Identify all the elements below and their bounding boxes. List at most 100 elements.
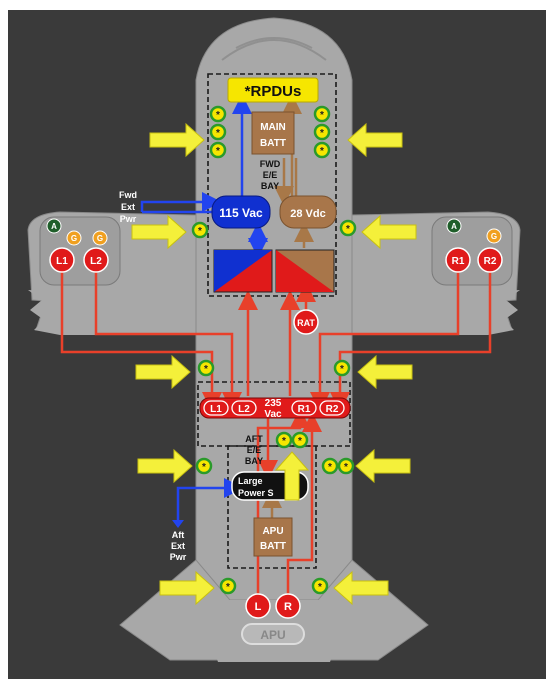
yellow-pointer-arrow-icon [135, 354, 191, 390]
svg-text:*: * [216, 146, 220, 157]
apu-batt-box [253, 517, 293, 557]
generator-r1 [445, 247, 471, 273]
large-power-label-1: Large [238, 476, 263, 486]
converter-ac [213, 249, 273, 293]
apu-generator-r-label: R [284, 601, 292, 613]
sensor-icon: * [313, 105, 331, 123]
sensor-layer: * * * * * * * * * * * * * * * * * [191, 105, 357, 595]
main-batt-label-2: BATT [260, 138, 286, 149]
yellow-pointer-arrow-icon [159, 570, 215, 606]
yellow-pointer-arrow-icon [355, 448, 411, 484]
sensor-icon: * [321, 457, 339, 475]
main-batt-box [251, 111, 295, 155]
left-engine-starter-a [46, 218, 62, 234]
sensor-icon: * [197, 359, 215, 377]
svg-text:*: * [204, 364, 208, 375]
sensor-icon: * [209, 123, 227, 141]
bus-cell-r1 [291, 400, 317, 416]
main-batt-label-1: MAIN [260, 122, 286, 133]
wire-l2-feeder [94, 272, 242, 412]
generator-l2-label: L2 [90, 256, 102, 267]
sensor-icon: * [275, 431, 293, 449]
sensor-icon: * [291, 431, 309, 449]
bus-115vac-label: 115 Vac [219, 206, 263, 220]
svg-text:*: * [198, 226, 202, 237]
rat-generator [293, 309, 319, 335]
right-gen-g [486, 228, 502, 244]
right-wing-tip [352, 290, 520, 335]
fuselage-nose-outline-2 [235, 37, 313, 49]
fwd-ext-pwr-label-3: Pwr [120, 214, 137, 224]
bus-cell-l1 [203, 400, 229, 416]
sensor-icon: * [311, 577, 329, 595]
wire-r1-feeder [310, 272, 460, 412]
bus-28vdc-label: 28 Vdc [290, 208, 325, 220]
aft-ee-bay-label-2: E/E [247, 445, 262, 455]
generator-r1-label: R1 [452, 256, 465, 267]
apu-generator-l-label: L [255, 601, 262, 613]
yellow-pointer-arrow-icon [357, 354, 413, 390]
svg-text:*: * [328, 462, 332, 473]
wire-apu-l [256, 408, 310, 596]
bus-cell-r2 [319, 400, 345, 416]
apu-batt-label-1: APU [262, 526, 283, 537]
svg-text:*: * [282, 436, 286, 447]
right-engine-pod [431, 216, 513, 286]
fuselage-nose-outline [221, 39, 327, 61]
sensor-icon: * [195, 457, 213, 475]
rpdus-label: *RPDUs [245, 83, 302, 100]
right-engine-starter-a-label: A [451, 222, 457, 231]
left-gen-g2 [92, 230, 108, 246]
yellow-pointer-arrow-icon [137, 448, 193, 484]
apu-box [241, 623, 305, 645]
generator-l2 [83, 247, 109, 273]
left-engine-starter-a-label: A [51, 222, 57, 231]
svg-text:*: * [202, 462, 206, 473]
left-gen-g1-label: G [71, 234, 77, 243]
svg-text:*: * [216, 110, 220, 121]
aft-ext-pwr-label-2: Ext [171, 541, 185, 551]
apu-generator-l [245, 593, 271, 619]
sensor-icon: * [219, 577, 237, 595]
bus-cell-l1-label: L1 [210, 404, 222, 415]
left-gen-g1 [66, 230, 82, 246]
fwd-ee-bay-label-2: E/E [263, 170, 278, 180]
sensor-icon: * [191, 221, 209, 239]
wire-apu-r [286, 412, 322, 596]
wire-aft-ext-pwr [176, 478, 244, 520]
bus-cell-r1-label: R1 [298, 404, 311, 415]
yellow-pointer-arrow-icon [149, 122, 205, 158]
sensor-icon: * [209, 141, 227, 159]
rpdus-box [227, 77, 319, 103]
apu-batt-label-2: BATT [260, 541, 286, 552]
wire-fwd-ext-pwr [140, 192, 222, 212]
svg-text:*: * [226, 582, 230, 593]
svg-text:*: * [344, 462, 348, 473]
generator-r2 [477, 247, 503, 273]
bus-cell-l2-label: L2 [238, 404, 250, 415]
bus-cell-r2-label: R2 [326, 404, 339, 415]
yellow-pointer-arrow-icon [347, 122, 403, 158]
aft-ext-pwr-plug-icon [172, 520, 184, 528]
apu-label: APU [260, 628, 285, 642]
right-gen-g-label: G [491, 232, 497, 241]
left-gen-g2-label: G [97, 234, 103, 243]
sensor-icon: * [313, 123, 331, 141]
yellow-pointer-arrow-icon [361, 214, 417, 250]
sensor-icon: * [333, 359, 351, 377]
fwd-ee-bay-label-1: FWD [260, 159, 281, 169]
wire-r2-feeder [330, 272, 492, 412]
aft-bus-box [197, 381, 351, 447]
bus-115vac [211, 195, 271, 229]
svg-text:*: * [346, 224, 350, 235]
svg-text:*: * [320, 128, 324, 139]
svg-text:*: * [318, 582, 322, 593]
sensor-icon: * [339, 219, 357, 237]
sensor-icon: * [313, 141, 331, 159]
generator-l1-label: L1 [56, 256, 68, 267]
apu-generator-r [275, 593, 301, 619]
fwd-ee-bay-box [207, 73, 337, 297]
left-wing-tip [28, 290, 196, 335]
